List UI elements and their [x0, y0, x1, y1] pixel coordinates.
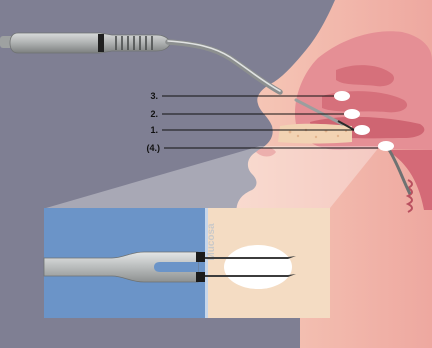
label-3: 3. [150, 91, 158, 101]
label-1: 1. [150, 125, 158, 135]
label-2: 2. [150, 109, 158, 119]
electrode-site-3 [334, 91, 350, 101]
inset-electrode-zone [224, 245, 292, 289]
electrode-site-2 [344, 109, 360, 119]
inset-sleeve-top [196, 252, 205, 262]
mucosa-label: Mucosa [206, 223, 217, 261]
handpiece-collar [98, 34, 104, 52]
electrode-site-1 [354, 125, 370, 135]
handpiece-grip-rings [116, 36, 152, 50]
inset-sleeve-bottom [196, 272, 205, 282]
label-4: (4.) [147, 143, 161, 153]
inset-probe-fork [154, 262, 198, 272]
palate-bone [278, 124, 352, 144]
electrode-site-4 [378, 141, 394, 151]
